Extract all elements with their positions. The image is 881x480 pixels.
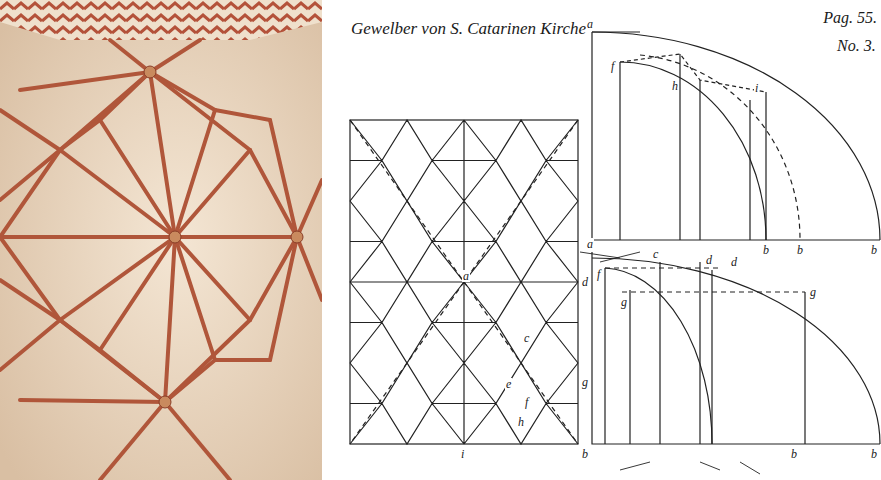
- point-letter: f: [524, 396, 529, 408]
- rib: [297, 237, 322, 300]
- rib: [250, 150, 297, 237]
- point-letter: a: [586, 18, 594, 30]
- page-number: Pag. 55.: [822, 10, 878, 26]
- boss: [144, 66, 156, 78]
- point-letter: b: [762, 244, 770, 256]
- rib: [175, 150, 250, 237]
- rib: [250, 237, 297, 320]
- point-letter: d: [705, 254, 713, 266]
- rib: [270, 237, 297, 360]
- rib: [150, 40, 200, 72]
- rib: [0, 150, 60, 237]
- point-letter: d: [581, 276, 589, 288]
- point-letter: h: [517, 416, 525, 428]
- rib: [0, 280, 60, 320]
- rib: [60, 320, 100, 350]
- rib: [150, 72, 250, 150]
- rib: [175, 237, 215, 360]
- point-letter: i: [460, 448, 465, 460]
- boss: [159, 396, 171, 408]
- point-letter: f: [596, 268, 601, 280]
- rib: [165, 237, 175, 402]
- rib: [60, 150, 175, 237]
- rib: [165, 402, 230, 480]
- rib: [0, 110, 60, 150]
- point-letter: g: [809, 286, 817, 298]
- rib: [60, 120, 100, 150]
- rib: [175, 237, 250, 320]
- rib: [175, 235, 297, 239]
- boss: [169, 231, 181, 243]
- point-letter: e: [505, 378, 512, 390]
- rib: [150, 72, 175, 237]
- rib: [60, 237, 175, 320]
- rib: [175, 110, 215, 237]
- rib: [100, 237, 175, 350]
- point-letter: g: [581, 376, 589, 388]
- rib: [0, 237, 60, 320]
- rib: [60, 320, 165, 402]
- point-letter: c: [652, 248, 659, 260]
- point-letter: g: [620, 296, 628, 308]
- point-letter: f: [610, 60, 615, 72]
- point-letter: b: [581, 448, 589, 460]
- rib: [215, 358, 270, 362]
- point-letter: b: [796, 244, 804, 256]
- point-letter: a: [586, 238, 594, 250]
- vault-photo: [0, 0, 322, 480]
- rib: [20, 72, 150, 90]
- rib: [215, 110, 270, 120]
- rib: [297, 180, 322, 237]
- drawing-title: Gewelber von S. Catarinen Kirche: [350, 20, 587, 37]
- point-letter: d: [730, 256, 738, 268]
- rib: [100, 350, 165, 402]
- point-letter: h: [671, 80, 679, 92]
- rib: [20, 400, 165, 402]
- rib: [0, 320, 60, 370]
- point-letter: c: [523, 332, 530, 344]
- rib: [0, 235, 175, 239]
- boss: [291, 231, 303, 243]
- rib: [100, 120, 175, 237]
- point-letter: a: [462, 270, 470, 282]
- point-letter: b: [870, 244, 878, 256]
- plate-number: No. 3.: [836, 38, 877, 54]
- point-letter: b: [790, 448, 798, 460]
- point-letter: b: [870, 448, 878, 460]
- point-letter: i: [754, 82, 759, 94]
- rib: [100, 402, 165, 480]
- rib: [270, 120, 297, 237]
- rib: [110, 40, 150, 72]
